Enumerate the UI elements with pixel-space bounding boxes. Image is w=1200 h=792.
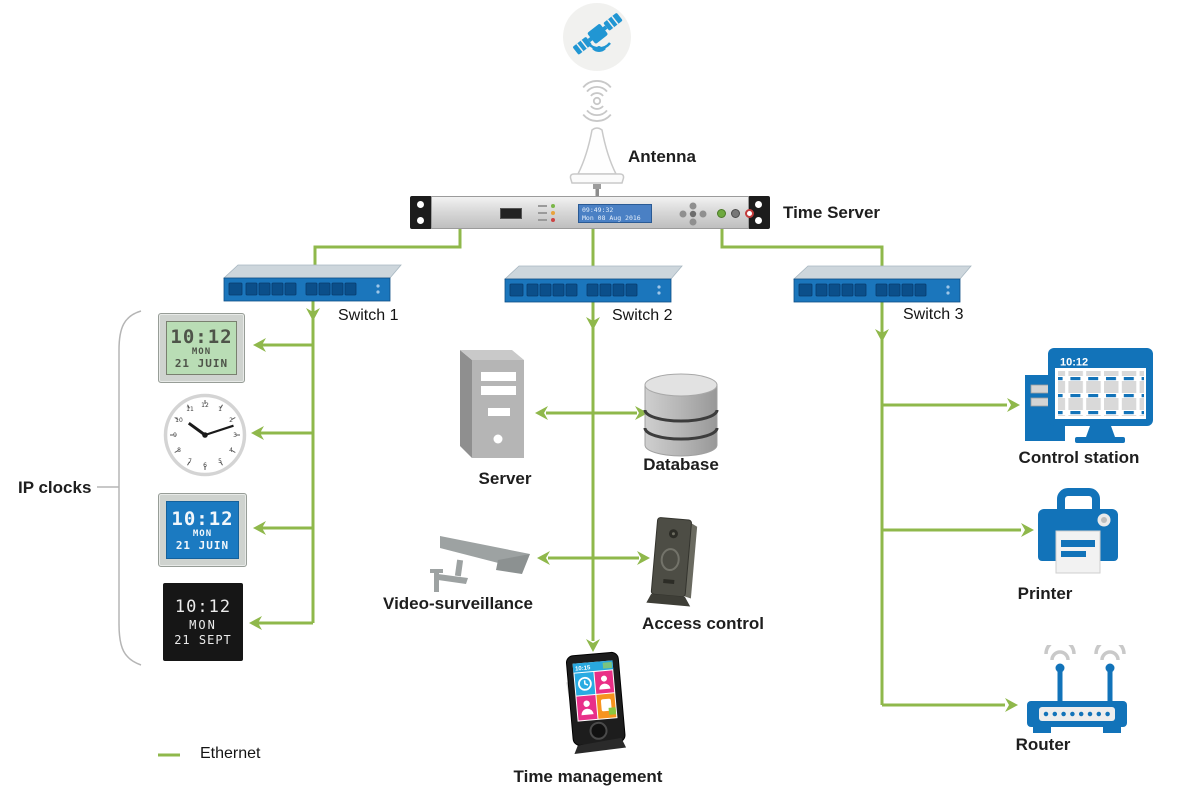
switch2-label: Switch 2 [612, 307, 673, 324]
dpad-buttons[interactable] [668, 201, 718, 227]
network-port [500, 208, 522, 219]
clock-date: 21 JUIN [174, 356, 229, 370]
svg-text:1: 1 [218, 406, 222, 413]
button-green[interactable] [717, 209, 726, 218]
svg-text:12: 12 [201, 402, 209, 409]
svg-text:11: 11 [186, 406, 194, 413]
clock-time: 10:12 [170, 325, 233, 348]
led-clock-black: 10:12 MON 21 SEPT [163, 583, 243, 661]
ip-clocks-bracket [118, 310, 142, 666]
time-management-label: Time management [513, 767, 663, 786]
svg-text:3: 3 [233, 432, 237, 439]
legend-ethernet-label: Ethernet [200, 745, 261, 762]
time-server-lcd: 09:49:32 Mon 08 Aug 2016 [578, 204, 652, 223]
arrow-printer [1021, 523, 1034, 537]
arrow-access [637, 551, 650, 565]
clock-day: MON [191, 346, 212, 357]
ip-clocks-label: IP clocks [18, 478, 92, 497]
lcd-clock-green: 10:12 MON 21 JUIN [158, 313, 245, 383]
minute-hand [204, 424, 234, 437]
arrow-down-switch1 [306, 308, 320, 321]
arrow-video [537, 551, 550, 565]
led-red [551, 218, 555, 222]
rack-ear-right [748, 196, 770, 229]
svg-text:6: 6 [203, 462, 207, 469]
time-management-screen-time: 10:15 [575, 665, 591, 672]
time-management-icon: 10:15 [565, 651, 627, 754]
router-icon [1027, 645, 1127, 733]
svg-text:7: 7 [188, 458, 192, 465]
lcd-clock-blue: 10:12 MON 21 JUIN [158, 493, 247, 567]
switch1-icon [222, 264, 402, 302]
access-control-label: Access control [642, 614, 764, 633]
svg-text:8: 8 [177, 447, 181, 454]
clock-day: MON [189, 617, 217, 632]
clock-time: 10:12 [174, 596, 232, 617]
access-control-icon [646, 517, 698, 607]
arrow-clock4 [249, 616, 262, 630]
svg-text:5: 5 [218, 458, 222, 465]
wireless-signal-icon [582, 80, 612, 122]
link-server-switch1 [313, 229, 462, 272]
link-server-switch3 [720, 229, 884, 272]
rack-ear-left [410, 196, 432, 229]
svg-text:9: 9 [173, 432, 177, 439]
database-label: Database [643, 455, 719, 474]
button-red[interactable] [745, 209, 754, 218]
server-label: Server [478, 469, 532, 488]
control-station-icon: 10:12 [1025, 348, 1153, 443]
antenna-label: Antenna [628, 147, 696, 166]
video-surveillance-icon [430, 536, 530, 592]
lcd-date: Mon 08 Aug 2016 [582, 214, 641, 222]
printer-icon [1038, 488, 1118, 574]
time-server: 09:49:32 Mon 08 Aug 2016 [410, 196, 770, 229]
led-orange [551, 211, 555, 215]
button-gray[interactable] [731, 209, 740, 218]
arrow-router [1005, 698, 1018, 712]
control-station-label: Control station [1018, 448, 1140, 467]
switch3-icon [792, 265, 972, 303]
svg-text:4: 4 [229, 447, 233, 454]
printer-label: Printer [1017, 584, 1073, 603]
arrow-clock1 [253, 338, 266, 352]
control-station-screen-time: 10:12 [1060, 357, 1088, 369]
svg-text:10: 10 [175, 417, 183, 424]
clock-time: 10:12 [171, 507, 234, 530]
router-label: Router [1015, 735, 1071, 754]
arrow-time-management [586, 639, 600, 652]
video-surveillance-label: Video-surveillance [383, 594, 533, 613]
switch3-label: Switch 3 [903, 306, 964, 323]
hour-hand [187, 421, 206, 437]
server-icon [460, 350, 524, 458]
arrow-control-station [1007, 398, 1020, 412]
switch2-icon [503, 265, 683, 303]
switch1-label: Switch 1 [338, 307, 399, 324]
antenna-icon [569, 127, 625, 197]
clock-date: 21 SEPT [174, 632, 232, 647]
svg-text:2: 2 [229, 417, 233, 424]
led-green [551, 204, 555, 208]
arrow-clock2 [251, 426, 264, 440]
clock-day: MON [192, 528, 213, 539]
arrow-down-switch3 [875, 329, 889, 342]
database-icon [643, 373, 719, 457]
time-server-faceplate: 09:49:32 Mon 08 Aug 2016 [431, 196, 754, 229]
lcd-time: 09:49:32 [582, 206, 614, 214]
arrow-server [535, 406, 548, 420]
arrow-down-switch2 [586, 317, 600, 330]
arrow-clock3 [253, 521, 266, 535]
satellite-icon [563, 3, 631, 71]
clock-date: 21 JUIN [175, 538, 230, 552]
time-server-label: Time Server [783, 203, 881, 222]
arrow-database [635, 406, 648, 420]
